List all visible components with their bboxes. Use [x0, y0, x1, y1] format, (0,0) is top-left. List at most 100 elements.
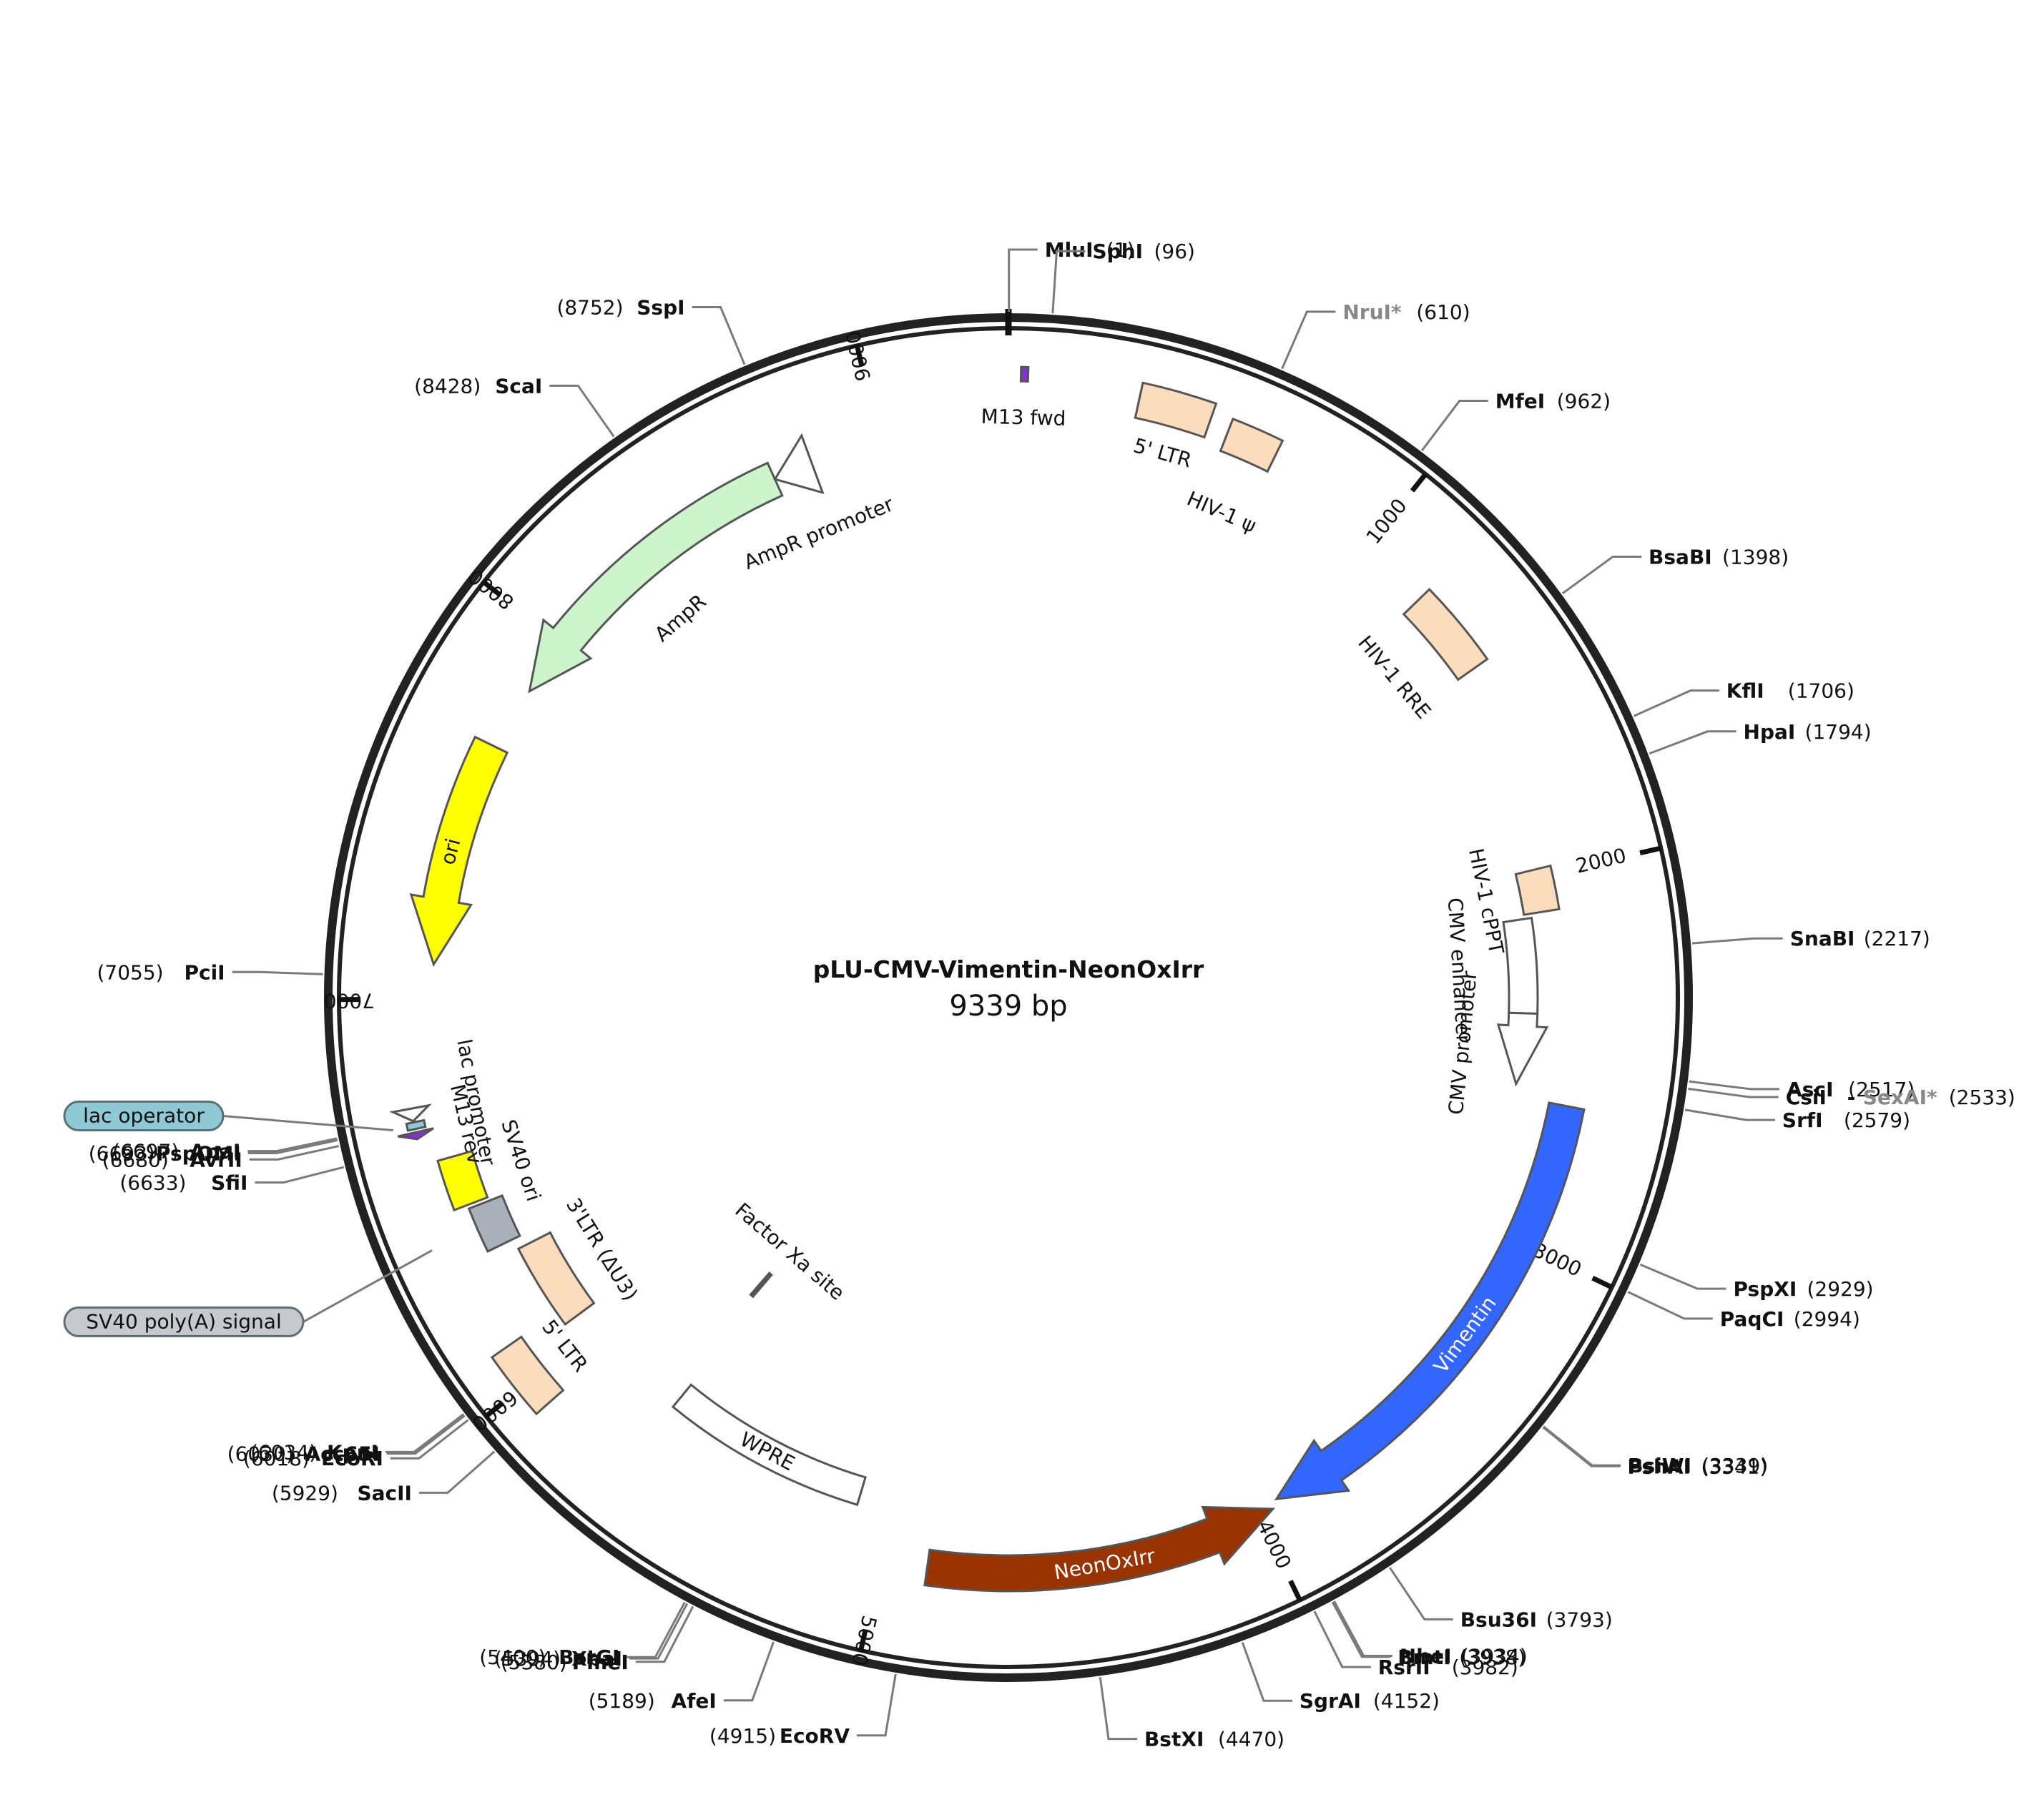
enzyme-name: BsrGI	[559, 1646, 619, 1669]
feature-3-ltr-u3	[516, 1231, 596, 1327]
tick-mark-1000	[1410, 472, 1428, 493]
enzyme-position: (8428)	[414, 374, 481, 398]
badge-0	[63, 1101, 225, 1132]
enzyme-label-bstxi: BstXI(4470)	[1144, 1728, 1284, 1751]
enzyme-label-avrii: AvrII (6680)	[102, 1148, 242, 1171]
enzyme-name: EcoRV	[780, 1724, 850, 1748]
enzyme-name: SspI	[637, 296, 684, 320]
enzyme-name: HpaI	[1744, 720, 1796, 744]
enzyme-leader-snabi	[1691, 937, 1783, 945]
enzyme-position: (5400)	[479, 1646, 546, 1669]
enzyme-position: (5189)	[589, 1689, 655, 1713]
enzyme-name: RsrII	[1378, 1656, 1430, 1679]
enzyme-position: (6034)	[250, 1440, 317, 1464]
feature-vimentin	[1274, 1101, 1586, 1501]
tick-mark-8000	[482, 580, 502, 598]
enzyme-leader-paqci	[1627, 1291, 1713, 1320]
enzyme-label-mlui: MluI(1)	[1045, 238, 1135, 262]
enzyme-label-ecorv: EcoRV(4915)	[709, 1724, 850, 1748]
enzyme-leader-hpai	[1649, 730, 1736, 755]
enzyme-position: (5394)	[494, 1647, 561, 1671]
enzyme-position: (3793)	[1546, 1608, 1613, 1631]
enzyme-leader-bsabi	[1561, 556, 1642, 595]
enzyme-label-bsu36i: Bsu36I(3793)	[1460, 1608, 1613, 1631]
badge-label-1: SV40 poly(A) signal	[86, 1309, 281, 1333]
enzyme-leader-mfei	[1421, 400, 1488, 451]
enzyme-name: EcoRI	[321, 1447, 383, 1470]
feature-sv40-poly-a-signal	[467, 1194, 521, 1253]
enzyme-position: (2994)	[1794, 1307, 1860, 1331]
plasmid-size: 9339 bp	[949, 990, 1067, 1023]
enzyme-leader-avrii	[249, 1145, 340, 1161]
feature-label-hiv-1-rre: HIV-1 RRE	[1353, 631, 1435, 723]
enzyme-leader-sgrai	[1241, 1641, 1292, 1702]
tick-mark-3000	[1591, 1275, 1613, 1290]
enzyme-label-csii: CsiI(2533)-SexAI*	[1786, 1086, 2015, 1109]
enzyme-position: (2579)	[1844, 1108, 1910, 1132]
enzyme-leader-scai	[549, 384, 615, 438]
badge-leader-1	[303, 1249, 433, 1323]
feature-m13-fwd	[1019, 365, 1030, 383]
enzyme-position: (3982)	[1452, 1656, 1518, 1679]
enzyme-name: Acc65I	[305, 1442, 380, 1466]
enzyme-label-pmei: PmeI(5380)	[501, 1651, 629, 1674]
enzyme-layer: MluI(1)SphI(96)NruI*(610)MfeI(962)BsaBI(…	[89, 238, 2015, 1751]
enzyme-leader-pcii	[232, 970, 323, 975]
enzyme-label-srfi: SrfI (2579)	[1782, 1108, 1910, 1132]
enzyme-leader-srfi	[1684, 1108, 1775, 1121]
badge-leader-0	[222, 1115, 393, 1132]
enzyme-label-sgrai: SgrAI(4152)	[1300, 1689, 1440, 1713]
enzyme-name: KflI	[1726, 679, 1764, 703]
enzyme-name: SrfI	[1782, 1108, 1823, 1132]
enzyme-position: (3339)	[1701, 1454, 1768, 1477]
feature-label-hiv-1: HIV-1 ψ	[1184, 486, 1260, 537]
feature-neonoxirr	[923, 1505, 1276, 1593]
tick-mark-9000	[854, 345, 865, 368]
enzyme-position: (6697)	[112, 1140, 179, 1164]
enzyme-name: MfeI	[1495, 390, 1545, 413]
enzyme-name: ApaI	[190, 1140, 240, 1164]
enzyme-position: (6018)	[243, 1447, 310, 1470]
enzyme-position: (962)	[1557, 390, 1611, 413]
enzyme-position: (6680)	[102, 1148, 169, 1171]
tick-label-9000: 9000	[841, 328, 875, 383]
enzyme-name: AvrII	[190, 1148, 242, 1171]
tick-mark-6000	[484, 1400, 505, 1419]
enzyme-leader-bsu36i	[1389, 1567, 1453, 1620]
enzyme-position: (3934)	[1461, 1645, 1528, 1668]
enzyme-name: SacII	[357, 1481, 412, 1505]
enzyme-leader-sacii	[418, 1450, 496, 1494]
enzyme-label-nrui*: NruI*(610)	[1342, 300, 1470, 324]
enzyme-label-apai: ApaI (6697)	[112, 1140, 240, 1164]
enzyme-name: PspXI	[1734, 1277, 1797, 1301]
enzyme-leader-kfli	[1633, 689, 1719, 717]
feature-5-ltr	[1134, 381, 1218, 439]
feature-cmv-enhancer	[1502, 916, 1539, 1015]
badge-label-0: lac operator	[83, 1104, 205, 1128]
enzyme-leader-afei	[723, 1641, 775, 1702]
enzyme-position: (1794)	[1805, 720, 1872, 744]
enzyme-leader-rsrii	[1313, 1610, 1371, 1668]
feature-ampr-promoter	[773, 433, 825, 495]
enzyme-position: (6030)	[227, 1442, 294, 1466]
tick-label-2000: 2000	[1573, 844, 1628, 878]
enzyme-name: PspOMI	[156, 1141, 241, 1165]
enzyme-name: XbaI	[571, 1647, 622, 1671]
enzyme-leader-nhei	[1333, 1600, 1392, 1658]
feature-label-m13-fwd: M13 fwd	[981, 405, 1066, 431]
enzyme-position: (7055)	[97, 960, 164, 984]
enzyme-leader-xbai	[629, 1603, 689, 1660]
feature-lac-operator	[405, 1118, 427, 1132]
enzyme-position: (4470)	[1218, 1728, 1284, 1751]
enzyme-leader-ecori	[390, 1419, 469, 1460]
feature-label-factor-xa-site: Factor Xa site	[730, 1198, 849, 1304]
enzyme-position: (610)	[1416, 300, 1470, 324]
enzyme-name: BmtI	[1397, 1646, 1450, 1669]
enzyme-label-afei: AfeI(5189)	[589, 1689, 717, 1713]
enzyme-leader-kpni	[385, 1413, 465, 1453]
enzyme-name: SphI	[1093, 240, 1144, 263]
enzyme-name: NheI	[1400, 1645, 1452, 1668]
enzyme-name: KpnI	[327, 1440, 378, 1464]
enzyme-position: (1398)	[1722, 546, 1789, 569]
